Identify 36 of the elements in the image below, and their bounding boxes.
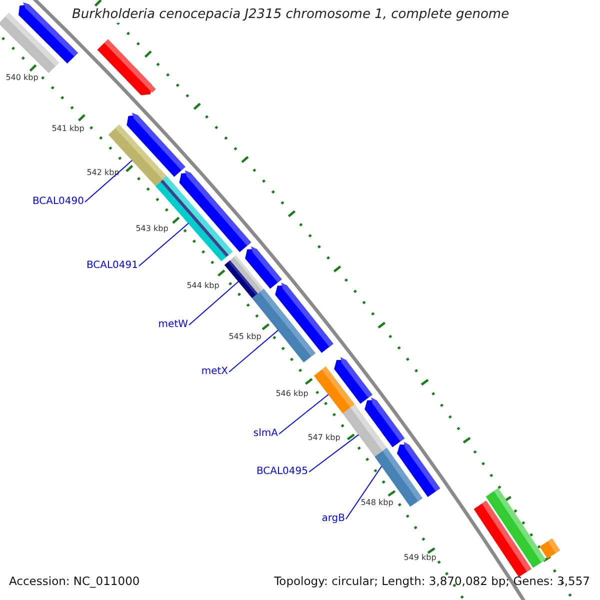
gene-label: metX <box>201 366 228 378</box>
tick-label: 547 kbp <box>308 433 340 443</box>
gene-label: BCAL0495 <box>256 466 308 478</box>
accession-text: Accession: NC_011000 <box>9 574 140 589</box>
gene-label: slmA <box>253 428 278 440</box>
gene-label: metW <box>158 319 188 331</box>
gene-label: argB <box>322 513 345 525</box>
leader-line <box>346 466 382 520</box>
tick-label: 549 kbp <box>404 553 436 563</box>
gene-feature <box>179 170 252 252</box>
gene-feature <box>275 282 334 353</box>
tick-label: 540 kbp <box>6 73 38 83</box>
map-title: Burkholderia cenocepacia J2315 chromosome 1, complete genome <box>72 7 510 23</box>
gene-label: BCAL0490 <box>32 196 84 208</box>
leader-line <box>228 330 279 372</box>
tick-label: 541 kbp <box>52 124 84 134</box>
leader-line <box>138 222 189 266</box>
gene-bar <box>540 538 560 559</box>
gene-label: BCAL0491 <box>86 260 138 272</box>
tick-label: 542 kbp <box>86 168 120 178</box>
gene-feature <box>97 39 156 96</box>
tick-label: 543 kbp <box>136 224 168 234</box>
leader-line <box>308 434 360 472</box>
gene-feature <box>126 112 186 177</box>
tick-label: 544 kbp <box>186 281 220 291</box>
leader-line <box>278 394 329 434</box>
genome-summary: Topology: circular; Length: 3,870,082 bp; Genes: 3,557 <box>274 574 590 589</box>
gene-feature <box>334 357 372 404</box>
gene-feature <box>397 442 440 497</box>
leader-line <box>84 160 133 202</box>
gene-feature <box>245 246 282 289</box>
tick-label: 548 kbp <box>360 498 394 508</box>
gene-bar <box>486 488 546 568</box>
leader-line <box>188 281 239 326</box>
gene-feature <box>364 397 405 448</box>
tick-label: 545 kbp <box>228 332 262 342</box>
